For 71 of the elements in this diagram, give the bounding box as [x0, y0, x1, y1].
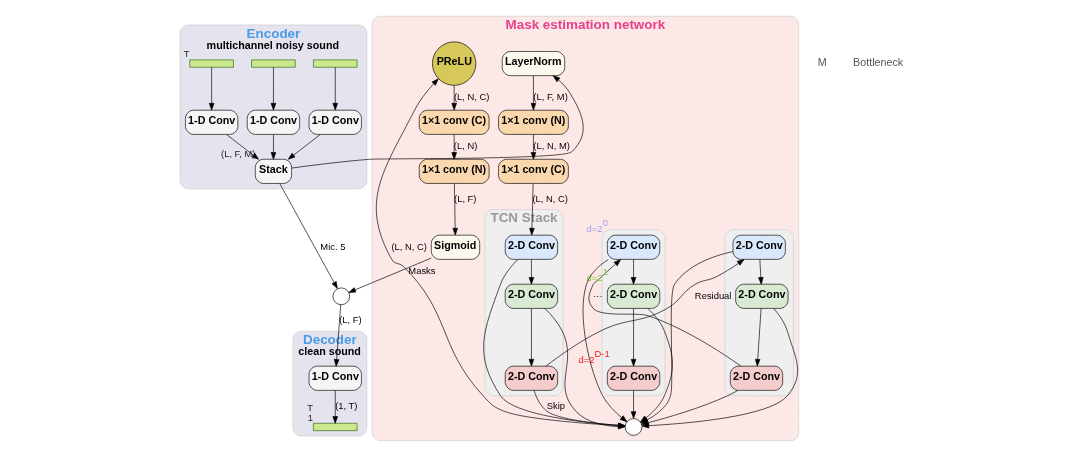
node-bar [312, 59, 357, 68]
arrow [270, 134, 276, 160]
edge-label: ··· [592, 289, 603, 301]
edge-label: (L, N, C) [453, 91, 489, 103]
node-box: 1-D Conv [308, 365, 362, 391]
edge-label: (L, N) [453, 140, 477, 152]
node-box: LayerNorm [501, 51, 565, 76]
node-box: 1×1 conv (N) [497, 109, 569, 135]
arrow [451, 85, 457, 111]
arrow [630, 259, 636, 285]
arrow [545, 259, 744, 367]
arrow [348, 257, 432, 293]
arrow [588, 259, 741, 367]
node-circle [332, 287, 350, 306]
edge-label: (L, N, C) [390, 240, 427, 252]
node-box: 2-D Conv [729, 365, 783, 391]
arrow [290, 75, 584, 169]
node-box: Sigmoid [430, 234, 480, 260]
node-box: 2-D Conv [734, 283, 788, 309]
edge-label: Residual [694, 289, 731, 301]
node-label: T [306, 401, 313, 413]
arrow [333, 304, 341, 367]
edge-label: (L, F, M) [532, 91, 568, 103]
node-box: 1×1 conv (C) [418, 109, 489, 135]
edge-label: Skip [546, 399, 565, 411]
node-box: 2-D Conv [504, 283, 558, 309]
label: Bottleneck [852, 56, 903, 69]
arrow [630, 308, 636, 367]
edge-label: (L, N, M) [532, 140, 570, 152]
node-bar [188, 59, 234, 68]
arrow [530, 75, 536, 111]
node-box: 2-D Conv [504, 234, 558, 260]
arrow [225, 134, 259, 160]
node-box: 2-D Conv [606, 283, 660, 309]
arrow [754, 308, 761, 367]
node-box: 2-D Conv [606, 365, 660, 391]
arrow [528, 183, 535, 236]
edge-label: Masks [407, 265, 435, 277]
arrow [332, 390, 338, 424]
arrow [287, 134, 321, 160]
node-box: 1-D Conv [308, 109, 362, 135]
edge-label: (L, F) [338, 314, 362, 326]
node-bar [312, 422, 357, 431]
arrow [279, 183, 338, 289]
arrow [208, 67, 214, 111]
edge-label: (L, F) [453, 192, 476, 204]
node-box: 1×1 conv (N) [418, 158, 489, 184]
edge-label: Mic. 5 [319, 240, 345, 252]
node-label: 1 [307, 411, 313, 423]
arrow [332, 67, 338, 111]
node-box: Stack [254, 158, 292, 184]
arrow [757, 259, 764, 285]
arrow [452, 183, 458, 236]
node-box: 1-D Conv [184, 109, 238, 135]
node-label: T [183, 48, 190, 60]
arrow [630, 390, 636, 419]
node-circle [624, 418, 642, 436]
arrow [582, 259, 627, 423]
arrow [270, 67, 276, 111]
node-box: 2-D Conv [504, 365, 558, 391]
node-box: 2-D Conv [606, 234, 660, 260]
node-box: 1×1 conv (C) [497, 158, 569, 184]
node-bar [250, 59, 296, 68]
node-box: 1-D Conv [246, 109, 300, 135]
label: M [817, 56, 827, 69]
edge-label: (1, T) [334, 399, 357, 411]
arrow [528, 259, 534, 285]
arrow [528, 308, 534, 367]
edge-label: (L, N, C) [532, 192, 568, 204]
node-box: 2-D Conv [732, 234, 786, 260]
arrow [530, 134, 536, 160]
